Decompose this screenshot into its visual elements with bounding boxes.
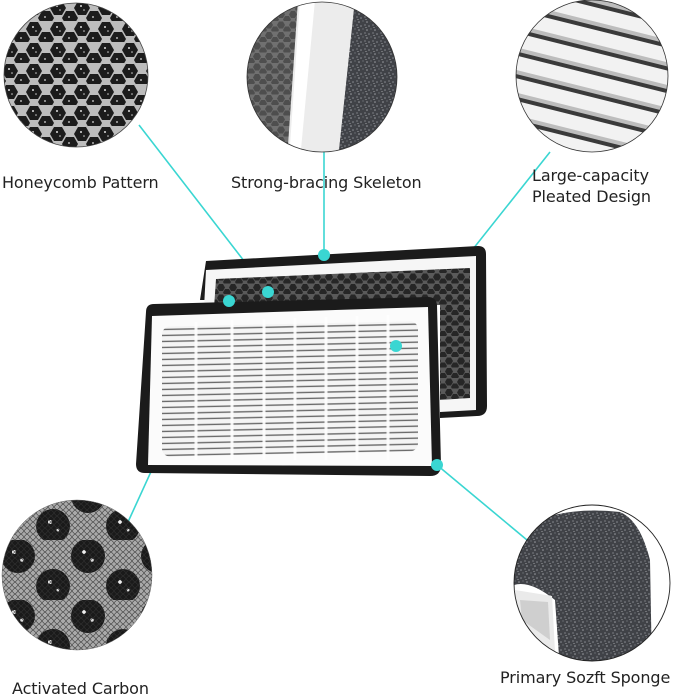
label-large-capacity: Large-capacity [532, 166, 649, 185]
callout-dots [223, 249, 443, 471]
pleats-closeup-icon [516, 0, 668, 152]
label-primary-sponge: Primary Sozft Sponge [500, 668, 671, 687]
carbon-closeup-icon [2, 500, 152, 650]
label-activated-carbon: Activated Carbon [12, 679, 149, 698]
label-pleated-design: Pleated Design [532, 187, 651, 206]
sponge-closeup-icon [514, 505, 670, 661]
hepa-filter-front [136, 297, 441, 476]
frame-closeup-icon [247, 2, 397, 152]
label-strong-bracing-skeleton: Strong-bracing Skeleton [231, 173, 422, 192]
honeycomb-closeup-icon [4, 3, 148, 147]
label-honeycomb-pattern: Honeycomb Pattern [2, 173, 159, 192]
